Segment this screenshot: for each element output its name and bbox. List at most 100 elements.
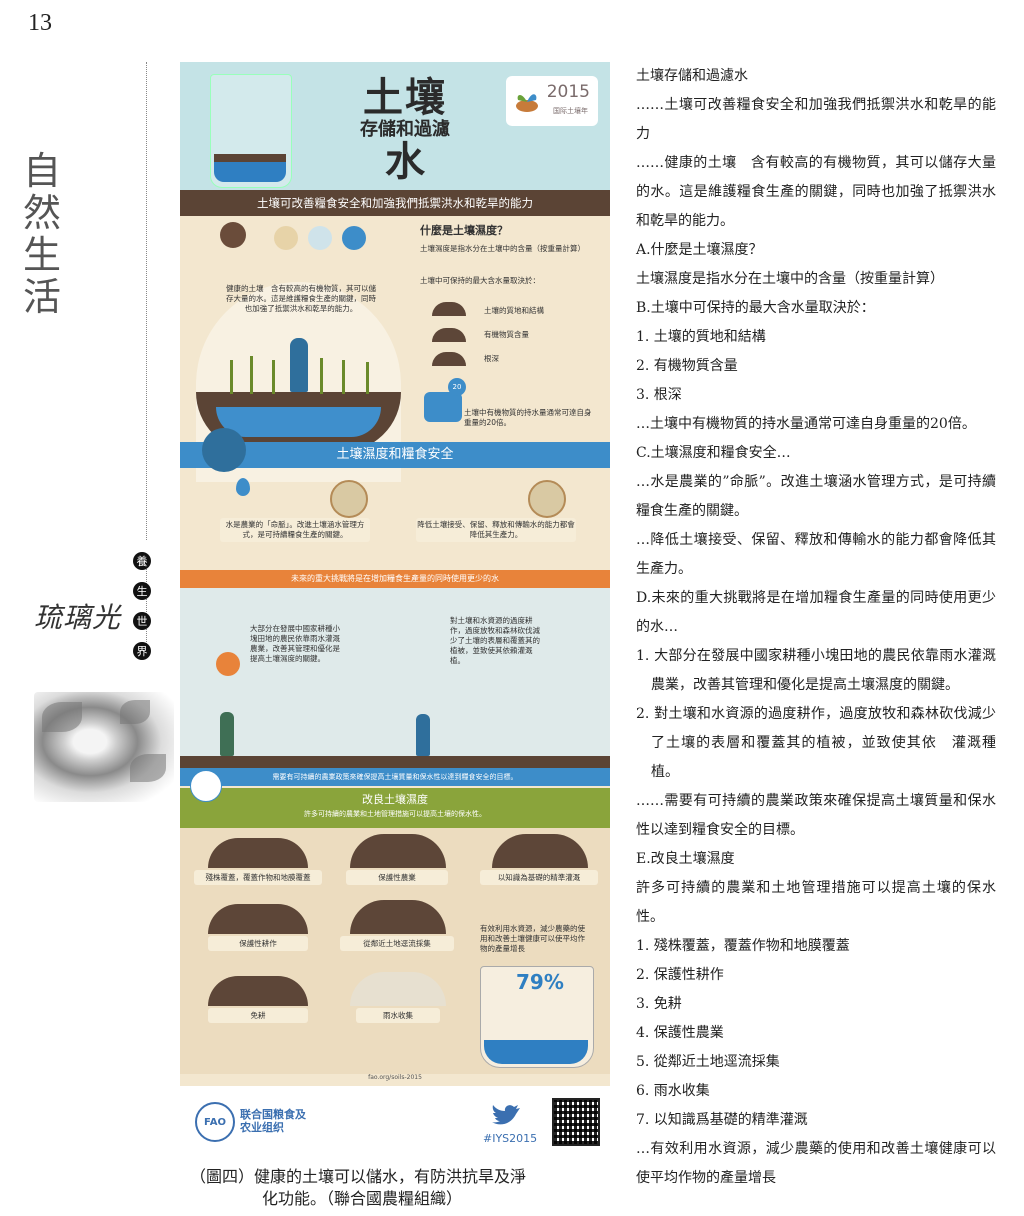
caption-line: 化功能。（聯合國農糧組織） xyxy=(262,1189,463,1208)
factor-texture: 土壤的質地和結構 xyxy=(484,306,544,315)
paragraph: D.未來的重大挑戰將是在增加糧食生產量的同時使用更少的水… xyxy=(636,590,996,635)
list-item: 6. 雨水收集 xyxy=(636,1083,710,1099)
section-title-char: 自 xyxy=(22,149,63,193)
farmer-figure xyxy=(290,338,308,392)
bowl-icon xyxy=(330,480,368,518)
factor-organic: 有機物質含量 xyxy=(484,330,529,339)
banner-food-security: 土壤可改善糧食安全和加強我們抵禦洪水和乾旱的能力 xyxy=(180,190,610,216)
practice-mulching: 殘株覆蓋，覆蓋作物和地膜覆蓋 xyxy=(194,870,322,885)
improve-title: 改良土壤濕度 xyxy=(362,793,428,806)
flower-photo xyxy=(34,692,174,802)
scale-icon xyxy=(424,392,462,422)
infographic-url: fao.org/soils-2015 xyxy=(180,1074,610,1086)
fao-name: 联合国粮食及 农业组织 xyxy=(240,1108,306,1134)
banner-future-challenge: 未來的重大挑戰將是在增加糧食生產量的同時使用更少的水 xyxy=(180,570,610,588)
practice-rainwater-harvesting: 雨水收集 xyxy=(356,1008,440,1023)
section-title-char: 生 xyxy=(22,233,63,277)
soil-layers-icon xyxy=(220,222,246,248)
paragraph: ……健康的土壤 含有較高的有機物質，其可以儲存大量的水。這是維護糧食生產的關鍵，… xyxy=(636,155,996,229)
column-circle-char: 世 xyxy=(133,612,151,630)
what-is-text: 土壤濕度是指水分在土壤中的含量（按重量計算） xyxy=(420,244,585,253)
overuse-text: 對土壤和水資源的過度耕作，過度放牧和森林砍伐減少了土壤的表層和覆蓋其的植被，並致… xyxy=(450,616,540,665)
paragraph: …有效利用水資源，減少農藥的使用和改善土壤健康可以使平均作物的產量增長 xyxy=(636,1141,996,1186)
dotted-divider xyxy=(146,62,147,540)
banner-policy: 需要有可持續的農業政策來確保提高土壤質量和保水性以達到糧食安全的目標。 xyxy=(180,768,610,786)
fao-logo: FAO xyxy=(195,1102,235,1142)
paragraph: ……需要有可持續的農業政策來確保提高土壤質量和保水性以達到糧食安全的目標。 xyxy=(636,793,996,838)
water-lifeblood-text: 水是農業的「命脈」。改進土壤涵水管理方式，是可持續糧食生產的關鍵。 xyxy=(220,518,370,542)
title-soil: 土壤 xyxy=(363,74,447,121)
shield-icon xyxy=(342,226,366,250)
farmer-figure xyxy=(220,712,234,756)
food-bowl-icon xyxy=(274,226,298,250)
what-is-heading: 什麼是土壤濕度？ xyxy=(420,224,508,237)
list-item: 2. 有機物質含量 xyxy=(636,358,738,374)
page-number: 13 xyxy=(28,10,52,36)
body-text-column: 土壤存儲和過濾水 ……土壤可改善糧食安全和加強我們抵禦洪水和乾旱的能力 ……健康… xyxy=(636,62,996,1193)
practice-no-till: 免耕 xyxy=(208,1008,308,1023)
warning-icon xyxy=(216,652,240,676)
iys-logo: 2015 国际土壤年 xyxy=(506,76,598,126)
list-item: 2. 保護性耕作 xyxy=(636,967,724,983)
hashtag: #IYS2015 xyxy=(483,1132,538,1145)
list-item: 3. 免耕 xyxy=(636,996,682,1012)
organic-note: 土壤中有機物質的持水量通常可達自身重量的20倍。 xyxy=(464,408,592,427)
factor-root-depth: 根深 xyxy=(484,354,499,363)
checklist-icon xyxy=(190,770,222,802)
column-circle-char: 生 xyxy=(133,582,151,600)
figure-caption: （圖四）健康的土壤可以儲水，有防洪抗旱及淨 化功能。（聯合國農糧組織） xyxy=(190,1166,610,1210)
column-brand: 琉璃光 xyxy=(34,601,122,634)
twitter-bird-icon xyxy=(492,1105,520,1125)
column-circle-char: 界 xyxy=(133,642,151,660)
improve-subtitle: 許多可持續的農業和土地管理措施可以提高土壤的保水性。 xyxy=(304,810,486,818)
paragraph: 許多可持續的農業和土地管理措施可以提高土壤的保水性。 xyxy=(636,880,996,925)
paragraph: 土壤濕度是指水分在土壤中的含量（按重量計算） xyxy=(636,271,944,287)
infographic-title: 土壤 存儲和過濾 水 xyxy=(340,76,470,184)
smallholders-text: 大部分在發展中國家耕種小塊田地的農民依靠雨水灌溉農業，改善其管理和優化是提高土壤… xyxy=(250,624,340,663)
efficient-water-text: 有效利用水資源，減少農藥的使用和改善土壤健康可以使平均作物的產量增長 xyxy=(480,924,585,953)
sprout-icon xyxy=(516,94,538,112)
column-circle-char: 養 xyxy=(133,552,151,570)
list-item: 4. 保護性農業 xyxy=(636,1025,724,1041)
paragraph: B.土壤中可保持的最大含水量取決於： xyxy=(636,300,875,316)
banner-moisture-food: 土壤濕度和糧食安全 xyxy=(180,442,610,468)
list-item: 7. 以知識爲基礎的精準灌溉 xyxy=(636,1112,808,1128)
list-item: 1. 殘株覆蓋，覆蓋作物和地膜覆蓋 xyxy=(636,938,850,954)
max-water-text: 土壤中可保持的最大含水量取決於： xyxy=(420,276,540,285)
qr-code xyxy=(552,1098,600,1146)
practice-conservation-agriculture: 保護性農業 xyxy=(346,870,448,885)
paragraph: ……土壤可改善糧食安全和加強我們抵禦洪水和乾旱的能力 xyxy=(636,97,996,142)
list-item: 5. 從鄰近土地逕流採集 xyxy=(636,1054,780,1070)
practice-conservation-tillage: 保護性耕作 xyxy=(208,936,308,951)
paragraph: …降低土壤接受、保留、釋放和傳輸水的能力都會降低其生產力。 xyxy=(636,532,996,577)
paragraph: …土壤中有機物質的持水量通常可達自身重量的20倍。 xyxy=(636,416,976,432)
healthy-soil-text: 健康的土壤 含有較高的有機物質，其可以儲存大量的水。這是維護糧食生產的關鍵，同時… xyxy=(226,284,376,313)
dotted-divider xyxy=(146,560,147,650)
yield-percentage: 79% xyxy=(516,970,564,994)
paragraph: A.什麼是土壤濕度？ xyxy=(636,242,763,258)
caption-line: （圖四）健康的土壤可以儲水，有防洪抗旱及淨 xyxy=(190,1167,527,1186)
improve-section-header: 改良土壤濕度 許多可持續的農業和土地管理措施可以提高土壤的保水性。 xyxy=(180,788,610,828)
practice-runoff-harvesting: 從鄰近土地逕流採集 xyxy=(340,936,454,951)
list-item: 1. 土壤的質地和結構 xyxy=(636,329,766,345)
title-water: 水 xyxy=(385,138,425,185)
section-title: 自 然 生 活 xyxy=(18,150,68,318)
house-icon xyxy=(202,428,246,472)
section-title-char: 然 xyxy=(22,191,63,235)
paragraph: E.改良土壤濕度 xyxy=(636,851,735,867)
list-item: 2. 對土壤和水資源的過度耕作，過度放牧和森林砍伐減少了土壤的表層和覆蓋其的植被… xyxy=(636,706,996,780)
paragraph: …水是農業的”命脈”。改進土壤涵水管理方式，是可持續糧食生產的關鍵。 xyxy=(636,474,996,519)
reduced-capacity-text: 降低土壤接受、保留、釋放和傳輸水的能力都會降低其生產力。 xyxy=(416,518,576,542)
title-store-filter: 存儲和過濾 xyxy=(360,119,450,140)
water-tap-icon xyxy=(308,226,332,250)
bowl-icon xyxy=(528,480,566,518)
practice-precision-irrigation: 以知識為基礎的精準灌溉 xyxy=(480,870,598,885)
section-title-char: 活 xyxy=(22,275,63,319)
list-item: 1. 大部分在發展中國家耕種小塊田地的農民依靠雨水灌溉農業，改善其管理和優化是提… xyxy=(636,648,996,693)
water-drop-icon xyxy=(236,478,250,496)
farmer-figure xyxy=(416,714,430,756)
soil-infographic: 土壤 存儲和過濾 水 2015 国际土壤年 土壤可改善糧食安全和加強我們抵禦洪水… xyxy=(180,62,610,1086)
scale-badge: 20 xyxy=(448,378,466,396)
paragraph: C.土壤濕度和糧食安全… xyxy=(636,445,791,461)
list-item: 3. 根深 xyxy=(636,387,682,403)
